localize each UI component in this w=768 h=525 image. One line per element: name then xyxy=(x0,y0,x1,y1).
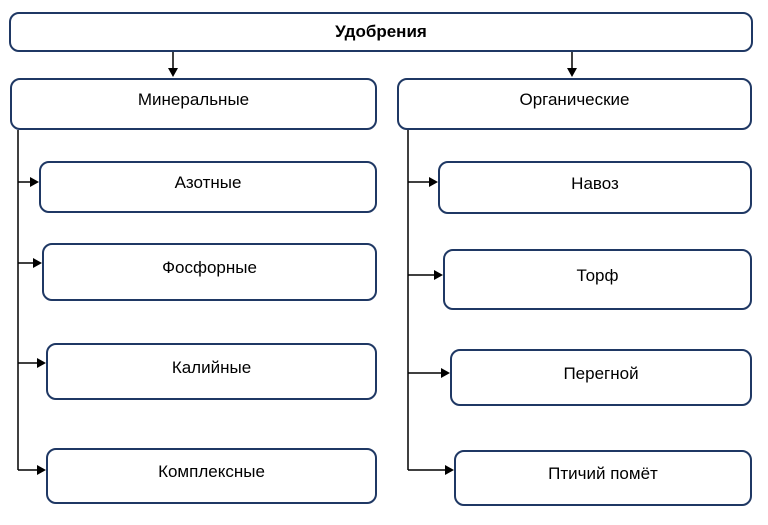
node-fosfornye-label: Фосфорные xyxy=(162,258,257,277)
node-azotnye-label: Азотные xyxy=(174,173,242,192)
node-root: Удобрения xyxy=(9,12,753,52)
arrow-root-to-organic xyxy=(567,52,577,77)
arrow-root-to-mineral xyxy=(168,52,178,77)
node-root-label: Удобрения xyxy=(335,22,427,41)
node-kaliynye-label: Калийные xyxy=(171,357,252,377)
node-ptichiy-pomet-label: Птичий помёт xyxy=(548,464,658,483)
node-mineral-label: Минеральные xyxy=(137,90,250,109)
connector-left-spine xyxy=(17,130,46,475)
node-kompleksnye: Комплексные xyxy=(46,448,377,504)
node-kaliynye: Калийные xyxy=(46,343,377,400)
node-mineral: Минеральные xyxy=(10,78,377,130)
node-torf-label: Торф xyxy=(576,265,619,285)
node-ptichiy-pomet: Птичий помёт xyxy=(454,450,752,506)
node-fosfornye: Фосфорные xyxy=(42,243,377,301)
node-organic-label: Органические xyxy=(519,90,630,109)
node-torf: Торф xyxy=(443,249,752,310)
node-navoz-label: Навоз xyxy=(571,173,619,193)
node-kompleksnye-label: Комплексные xyxy=(158,462,265,481)
node-peregnoy: Перегной xyxy=(450,349,752,406)
node-organic: Органические xyxy=(397,78,752,130)
connector-right-spine xyxy=(407,130,454,475)
node-navoz: Навоз xyxy=(438,161,752,214)
node-peregnoy-label: Перегной xyxy=(563,363,639,383)
node-azotnye: Азотные xyxy=(39,161,377,213)
